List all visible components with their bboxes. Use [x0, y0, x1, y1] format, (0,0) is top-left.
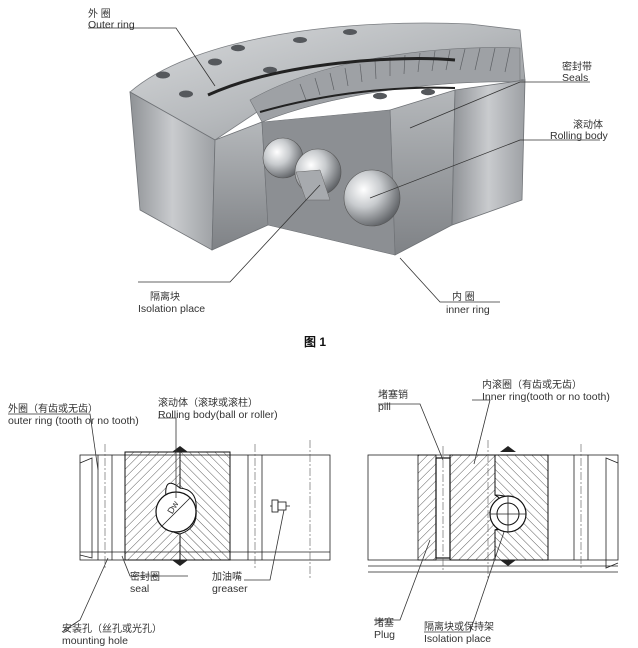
bearing-cutaway-illustration	[129, 22, 526, 256]
greaser-icon	[270, 499, 290, 513]
label-isolation-en: Isolation place	[138, 303, 205, 315]
right-pill-zh: 堵塞销	[378, 388, 408, 401]
gear-teeth	[299, 47, 511, 101]
figure-caption: 图 1	[304, 335, 326, 349]
label-outer-ring-zh: 外 圈	[88, 8, 111, 20]
label-inner-ring-en: inner ring	[446, 304, 490, 316]
label-inner-ring-zh: 内 圈	[452, 290, 475, 303]
right-inner-ring-en: Inner ring(tooth or no tooth)	[482, 391, 610, 403]
left-seal-zh: 密封圈	[130, 570, 160, 583]
label-rolling-body-en: Rolling body	[550, 130, 609, 142]
right-plug-en: Plug	[374, 629, 395, 641]
left-mounting-hole-en: mounting hole	[62, 635, 128, 647]
right-isolation-en: Isolation place	[424, 633, 491, 645]
drawing-right-section	[367, 440, 619, 580]
left-rolling-body-en: Rolling body(ball or roller)	[158, 409, 278, 421]
left-outer-ring-en: outer ring (tooth or no tooth)	[8, 415, 139, 427]
drawing-left-leaders	[8, 413, 285, 633]
label-outer-ring-en: Outer ring	[88, 19, 135, 31]
drawing-right-leaders	[374, 399, 505, 633]
right-pill-en: pill	[378, 401, 391, 413]
left-seal-en: seal	[130, 583, 149, 595]
left-outer-ring-zh: 外圈（有齿或无齿）	[8, 402, 98, 415]
label-seals-en: Seals	[562, 72, 588, 84]
right-plug-zh: 堵塞	[374, 616, 394, 629]
right-inner-ring-zh: 内滚圈（有齿或无齿）	[482, 378, 582, 391]
label-rolling-body-zh: 滚动体	[573, 118, 603, 131]
rolling-balls	[262, 137, 401, 227]
right-isolation-zh: 隔离块或保持架	[424, 620, 494, 633]
label-isolation-zh: 隔离块	[150, 290, 180, 303]
left-rolling-body-zh: 滚动体（滚球或滚柱）	[158, 396, 258, 409]
mounting-holes-top	[156, 29, 435, 100]
drawing-left-section: Dw	[79, 440, 331, 580]
left-greaser-zh: 加油嘴	[212, 570, 242, 583]
left-greaser-en: greaser	[212, 583, 248, 595]
label-seals-zh: 密封带	[562, 60, 592, 73]
left-mounting-hole-zh: 安装孔（丝孔或光孔）	[62, 622, 162, 635]
photo-leader-lines	[88, 27, 600, 303]
